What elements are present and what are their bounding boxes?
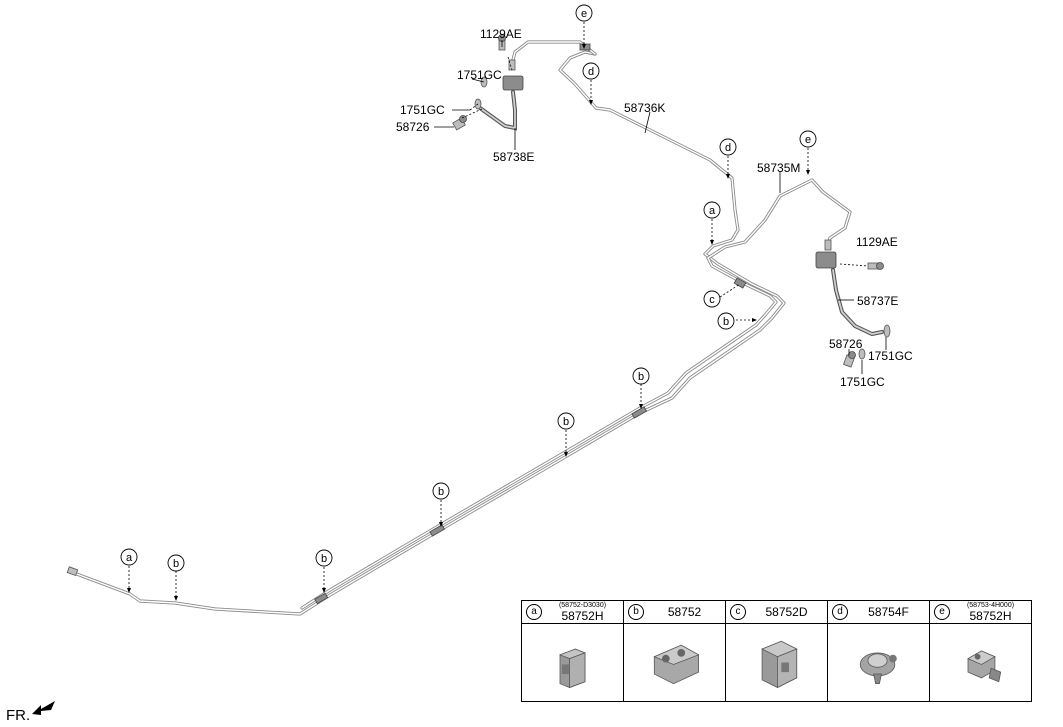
svg-text:a: a xyxy=(709,205,716,217)
legend-sub-pn: (58752-D3030) xyxy=(558,601,607,609)
label-1129ae-right: 1129AE xyxy=(856,235,898,249)
pipe-end-fitting xyxy=(66,566,79,577)
callout-d-mid: d xyxy=(719,138,737,156)
bolt-58726-top xyxy=(452,115,467,131)
legend-cell-a: a (58752-D3030) 58752H xyxy=(522,601,624,701)
legend-cell-b: b 58752 xyxy=(624,601,726,701)
label-58726-top: 58726 xyxy=(396,120,430,134)
svg-text:b: b xyxy=(723,316,729,328)
svg-text:b: b xyxy=(638,371,644,383)
bolt-58726-right xyxy=(843,351,856,368)
legend-letter: b xyxy=(628,604,644,620)
leader-lines xyxy=(127,22,887,601)
label-1751gc-top2: 1751GC xyxy=(400,103,445,117)
callout-b-1: b xyxy=(717,312,735,330)
legend-part-number: 58752D xyxy=(765,605,808,619)
label-1751gc-right1: 1751GC xyxy=(868,349,913,363)
svg-text:d: d xyxy=(725,142,731,154)
label-58736k: 58736K xyxy=(624,101,665,115)
legend-part-number: 58754F xyxy=(868,605,909,619)
front-label: FR. xyxy=(6,707,31,724)
legend-cell-e: e (58753-4H000) 58752H xyxy=(930,601,1031,701)
clip-d-icon xyxy=(859,652,897,685)
front-arrow-icon xyxy=(32,701,56,715)
callout-e-top: e xyxy=(575,4,593,22)
legend-part-number: 58752H xyxy=(561,608,604,623)
legend-sub-pn: (58753-4H000) xyxy=(966,601,1015,609)
legend-part-number: 58752H xyxy=(969,608,1012,623)
svg-text:d: d xyxy=(588,66,594,78)
label-1751gc-top1: 1751GC xyxy=(457,68,502,82)
callout-d-top: d xyxy=(582,62,600,80)
callout-b-6: b xyxy=(167,554,185,572)
label-58735m: 58735M xyxy=(757,161,800,175)
svg-text:e: e xyxy=(581,8,587,20)
callout-b-2: b xyxy=(632,367,650,385)
clip-a-icon xyxy=(558,648,587,689)
svg-text:c: c xyxy=(709,294,715,306)
right-hose-assembly xyxy=(815,239,891,368)
washer-1751gc-right1 xyxy=(883,324,891,338)
label-1751gc-right2: 1751GC xyxy=(840,375,885,389)
callout-a-left: a xyxy=(120,548,138,566)
label-58726-right: 58726 xyxy=(829,337,863,351)
upper-fitting xyxy=(508,59,516,71)
svg-text:b: b xyxy=(321,553,327,565)
callout-b-4: b xyxy=(432,482,450,500)
bolt-1129ae-right xyxy=(867,262,884,270)
legend-letter: c xyxy=(730,604,746,620)
legend-letter: d xyxy=(832,604,848,620)
label-58737e: 58737E xyxy=(857,294,898,308)
svg-text:b: b xyxy=(563,416,569,428)
svg-text:b: b xyxy=(438,486,444,498)
label-1129ae-top: 1129AE xyxy=(480,27,522,41)
upper-hose-assembly xyxy=(452,34,524,131)
right-fitting xyxy=(824,239,832,251)
svg-text:b: b xyxy=(173,558,179,570)
callout-c: c xyxy=(703,290,721,308)
clip-b-icon xyxy=(653,644,700,685)
callout-a-mid: a xyxy=(703,201,721,219)
svg-text:e: e xyxy=(805,134,811,146)
right-hose-bracket xyxy=(815,251,837,269)
svg-text:a: a xyxy=(126,552,133,564)
callout-b-5: b xyxy=(315,549,333,567)
clip-e-icon xyxy=(967,650,1002,683)
callout-b-3: b xyxy=(557,412,575,430)
legend-letter: a xyxy=(526,604,542,620)
clip-legend-table: a (58752-D3030) 58752H b 58752 xyxy=(521,600,1032,702)
front-direction-indicator: FR. xyxy=(6,700,57,724)
legend-cell-c: c 58752D xyxy=(726,601,828,701)
callout-e-right: e xyxy=(799,130,817,148)
washer-1751gc-right2 xyxy=(858,348,866,360)
clip-c-icon xyxy=(761,640,798,689)
hose-bracket xyxy=(502,75,524,91)
legend-cell-d: d 58754F xyxy=(828,601,930,701)
label-58738e: 58738E xyxy=(493,150,534,164)
legend-letter: e xyxy=(934,604,950,620)
legend-part-number: 58752 xyxy=(667,605,702,619)
